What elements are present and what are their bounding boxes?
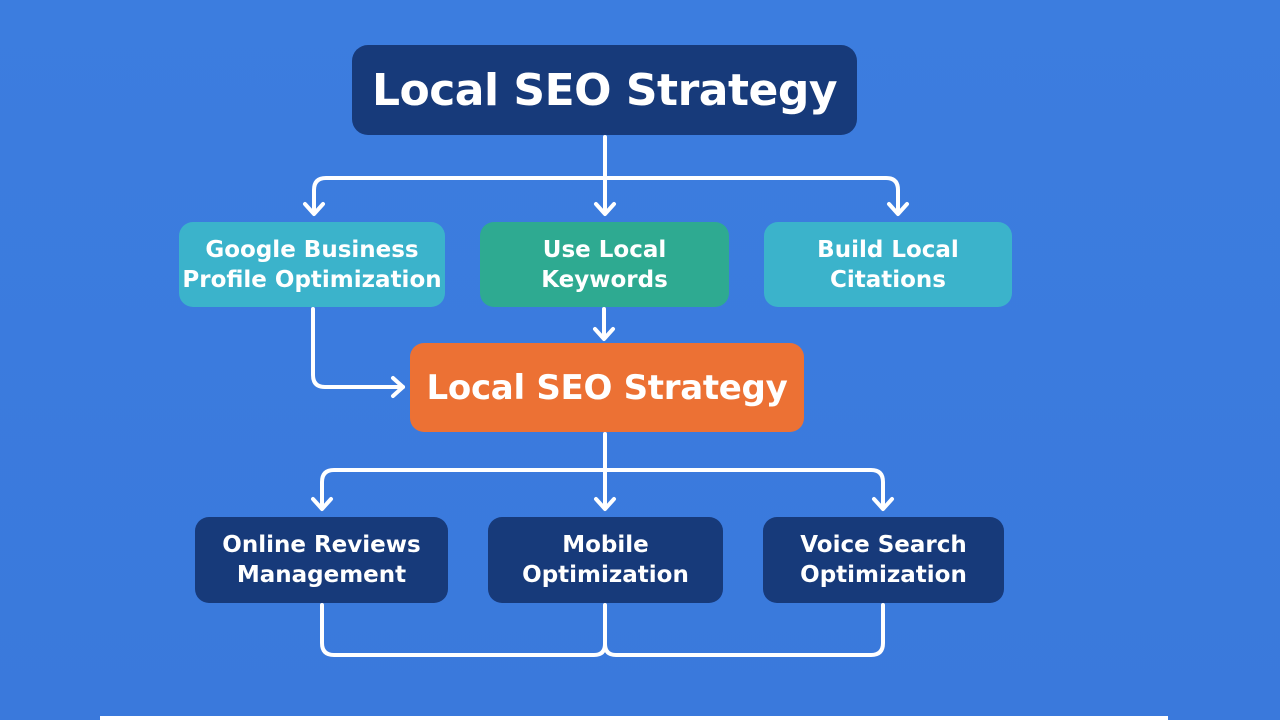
connector-bottom-branch: [320, 468, 885, 510]
top-title-text: Local SEO Strategy: [371, 64, 838, 116]
gbp-optimization-text: Google Business Profile Optimization: [182, 236, 442, 293]
voice-search-text: Voice Search Optimization: [800, 532, 967, 588]
connector-top-branch: [312, 176, 900, 215]
mobile-optimization-text: Mobile Optimization: [522, 532, 689, 588]
arrowhead-bottom-center: [594, 497, 616, 511]
connector-bottom-loop: [320, 603, 885, 657]
center-strategy-text: Local SEO Strategy: [426, 367, 788, 408]
arrowhead-tier2-left: [303, 202, 325, 216]
online-reviews-text: Online Reviews Management: [222, 532, 421, 588]
arrowhead-bottom-left: [311, 497, 333, 511]
voice-search-box: Voice Search Optimization: [763, 517, 1004, 603]
bottom-divider: [100, 716, 1168, 720]
local-keywords-text: Use Local Keywords: [541, 236, 668, 293]
local-keywords-box: Use Local Keywords: [480, 222, 729, 307]
arrowhead-bottom-right: [872, 497, 894, 511]
top-title-box: Local SEO Strategy: [352, 45, 857, 135]
connector-gbp-to-center: [311, 307, 405, 389]
arrowhead-center-top: [593, 327, 615, 341]
center-strategy-box: Local SEO Strategy: [410, 343, 804, 432]
local-citations-box: Build Local Citations: [764, 222, 1012, 307]
arrowhead-center-left: [391, 376, 405, 398]
online-reviews-box: Online Reviews Management: [195, 517, 448, 603]
arrowhead-tier2-right: [887, 202, 909, 216]
arrowhead-tier2-center: [594, 202, 616, 216]
gbp-optimization-box: Google Business Profile Optimization: [179, 222, 445, 307]
local-citations-text: Build Local Citations: [817, 236, 959, 293]
mobile-optimization-box: Mobile Optimization: [488, 517, 723, 603]
